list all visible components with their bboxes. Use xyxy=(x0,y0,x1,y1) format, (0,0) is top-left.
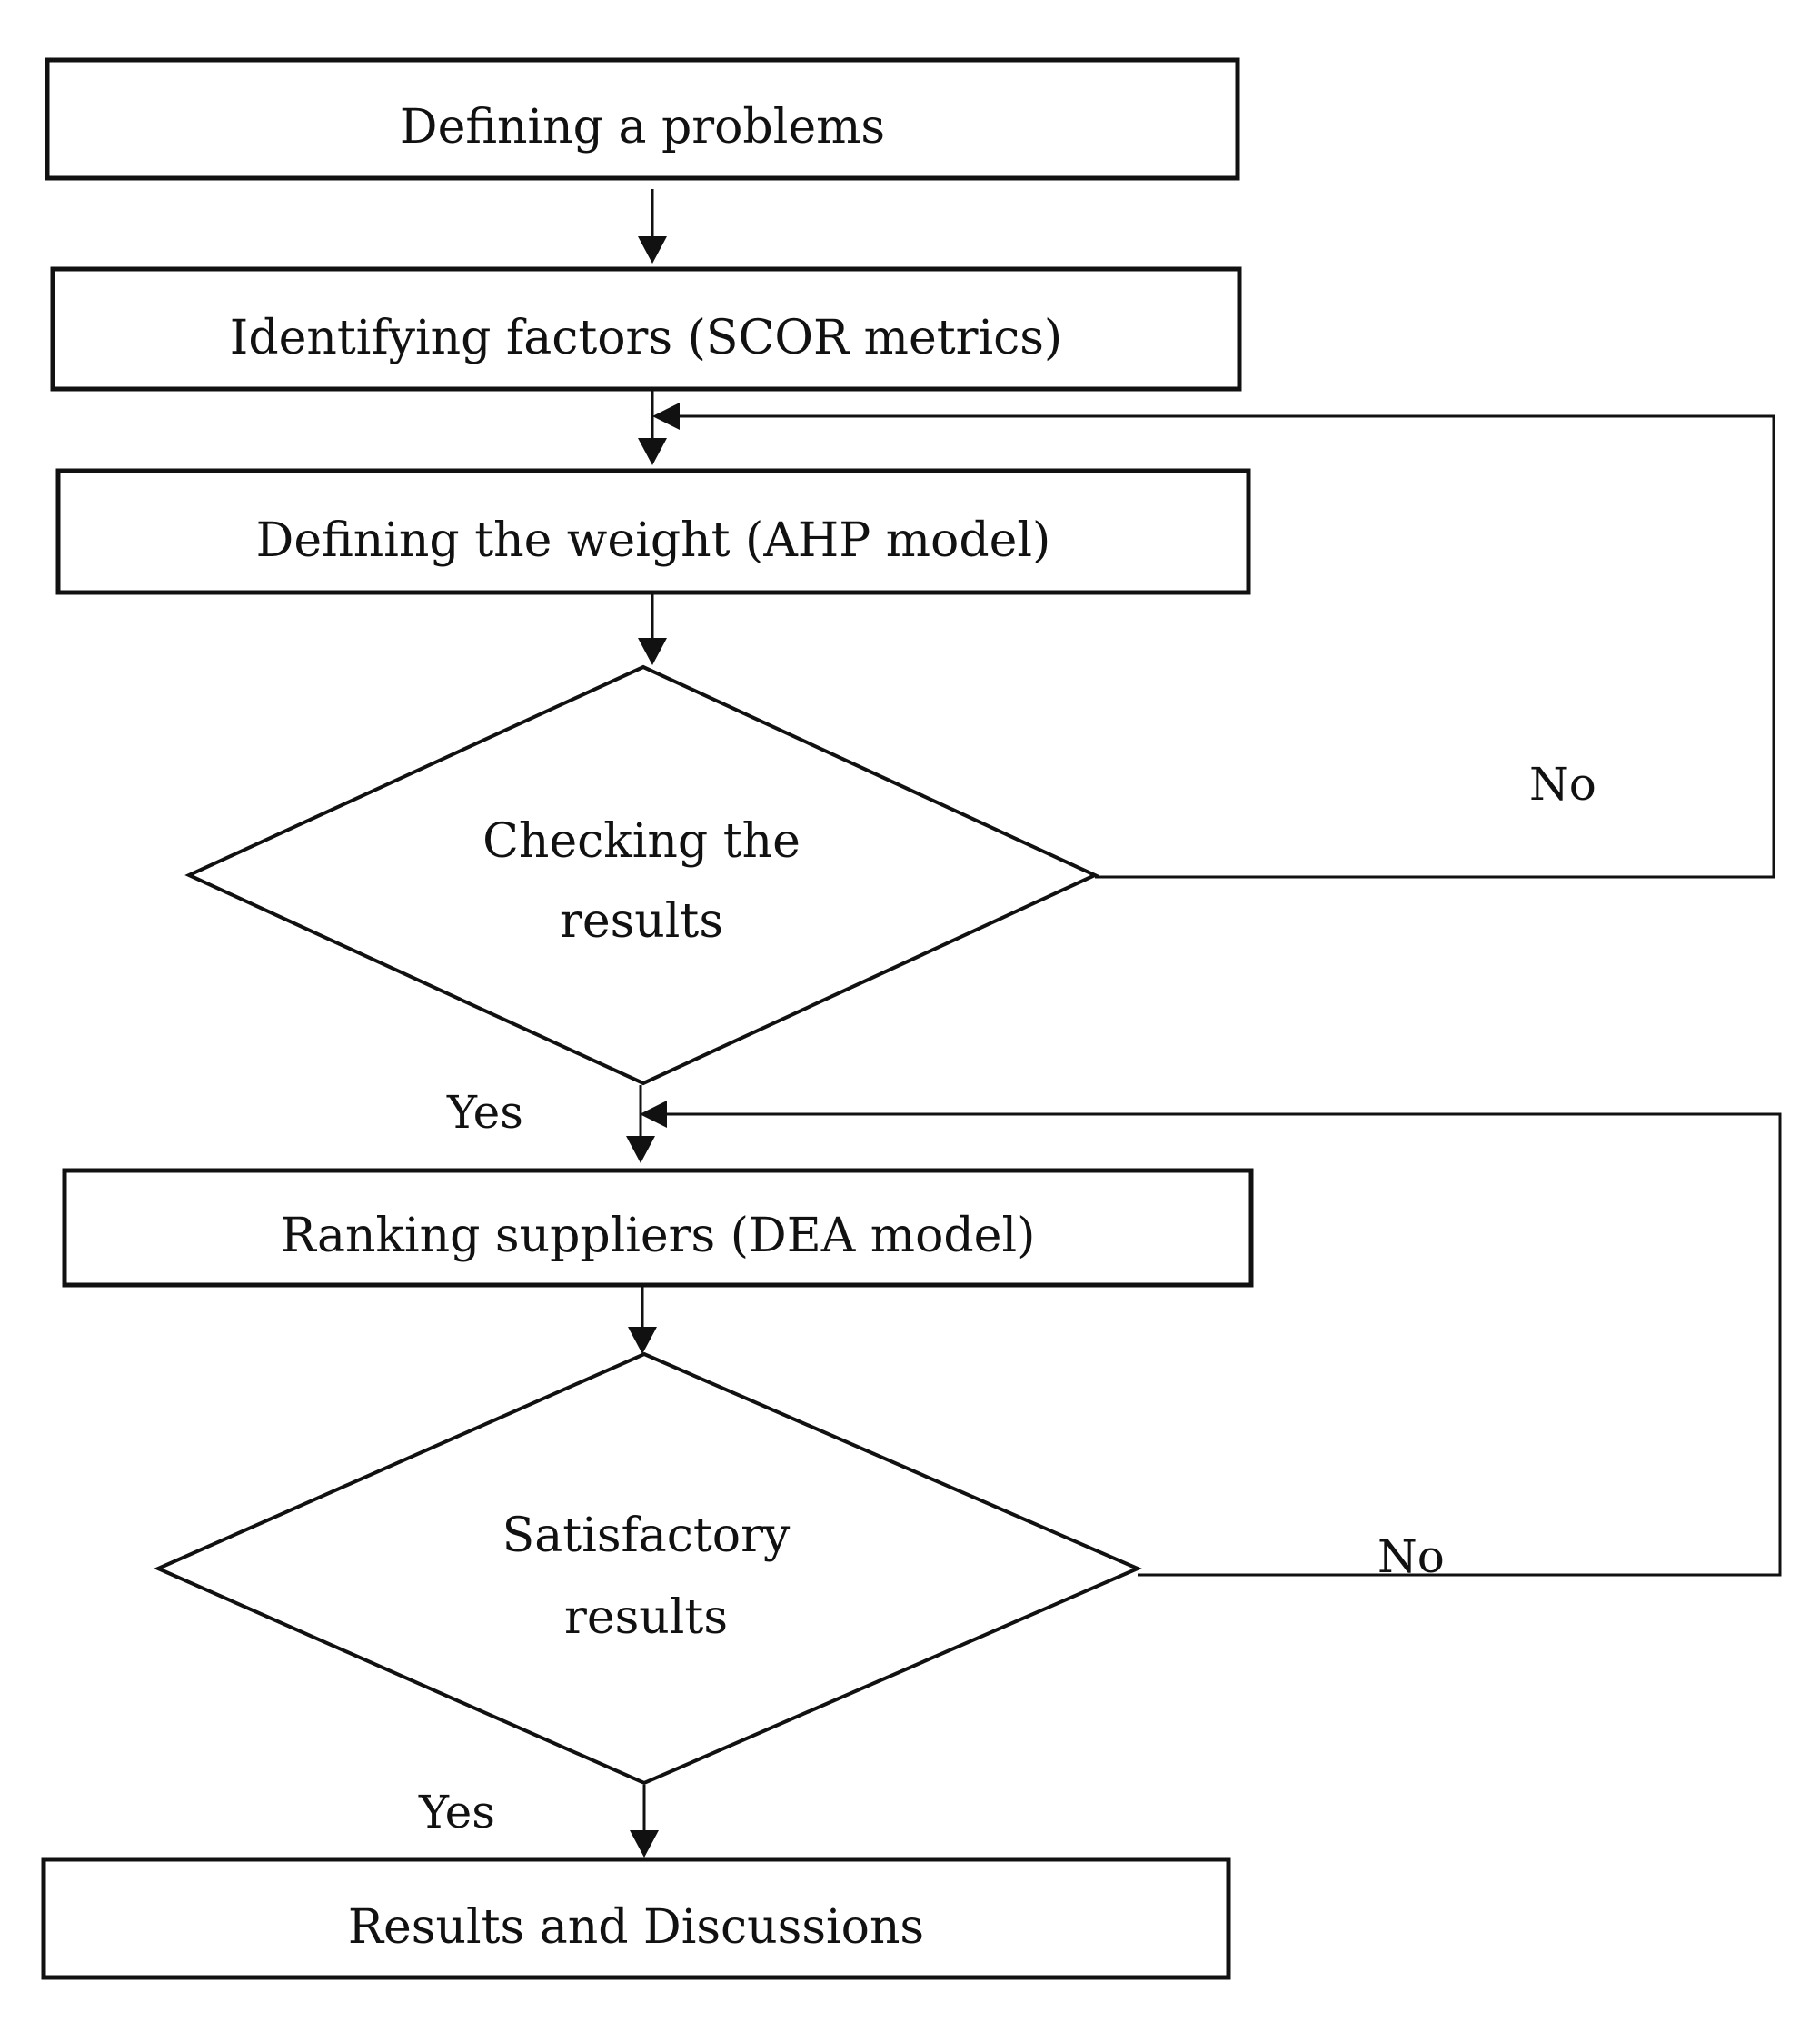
loop-line-check-no xyxy=(678,414,1775,879)
box-define-weight xyxy=(55,468,1251,595)
label-results-discussions: Results and Discussions xyxy=(348,1900,924,1955)
diamond-satisfactory xyxy=(154,1351,1143,1786)
label-check-no: No xyxy=(1529,758,1596,811)
label-identify-factors: Identifying factors (SCOR metrics) xyxy=(230,311,1062,365)
label-rank-suppliers: Ranking suppliers (DEA model) xyxy=(281,1209,1036,1263)
box-define-problem xyxy=(45,57,1240,181)
box-results-discussions xyxy=(41,1857,1231,1980)
label-satisfactory-line1: Satisfactory xyxy=(502,1509,791,1563)
label-satisfactory-yes: Yes xyxy=(418,1786,495,1838)
arrowhead-d1-4 xyxy=(626,1136,655,1163)
label-check-results-line1: Checking the xyxy=(482,814,801,869)
loop-arrowhead-check-no xyxy=(652,403,680,430)
label-check-yes: Yes xyxy=(446,1086,523,1139)
arrowhead-4-d2 xyxy=(628,1327,657,1354)
label-define-problem: Defining a problems xyxy=(400,100,885,154)
loop-arrowhead-satisfactory-no xyxy=(640,1101,667,1128)
arrowhead-d2-5 xyxy=(630,1830,659,1858)
box-rank-suppliers xyxy=(62,1168,1254,1288)
arrowhead-3-d1 xyxy=(638,638,667,665)
label-satisfactory-no: No xyxy=(1377,1530,1445,1583)
diamond-check-results xyxy=(184,664,1099,1086)
label-check-results-line2: results xyxy=(560,894,723,949)
label-define-weight: Defining the weight (AHP model) xyxy=(256,513,1051,568)
label-satisfactory-line2: results xyxy=(564,1590,728,1645)
box-identify-factors xyxy=(50,266,1242,392)
arrowhead-1-2 xyxy=(638,236,667,264)
arrowhead-2-3 xyxy=(638,438,667,465)
loop-line-satisfactory-no xyxy=(667,1112,1782,1577)
